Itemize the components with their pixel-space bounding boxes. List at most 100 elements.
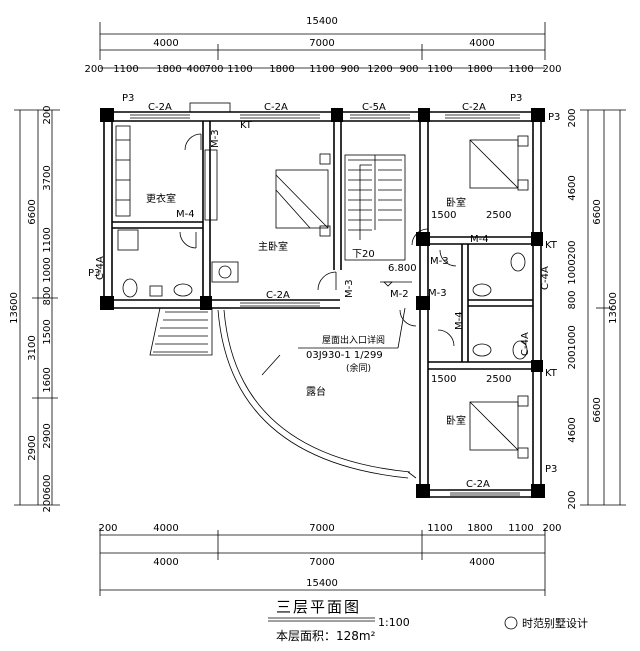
bottom-dim-2: 7000 (309, 557, 334, 568)
room-dim-label: 1500 (431, 374, 456, 385)
column (100, 296, 114, 310)
top-sub-dim: 1100 (227, 64, 252, 75)
bottom-dim: 7000 (309, 523, 334, 534)
top-sub-dim: 1100 (427, 64, 452, 75)
downpipe-label: P3 (510, 93, 522, 104)
window-label: C-5A (362, 102, 386, 113)
window-label: C-4A (95, 256, 106, 280)
left-inner-dim: 1600 (42, 367, 53, 392)
ac-label: KT (545, 240, 558, 251)
bottom-dim: 200 (98, 523, 117, 534)
left-inner-dim: 1000 (42, 257, 53, 282)
right-inner-dim: 200 (567, 350, 578, 369)
window-label: C-4A (520, 332, 531, 356)
drawing-scale: 1:100 (378, 616, 410, 629)
columns (100, 108, 545, 498)
left-inner-dim: 600 (42, 474, 53, 493)
top-sub-dim: 900 (340, 64, 359, 75)
left-dimensions: 13600 6600 3100 2900 200 3700 1100 1000 … (9, 105, 60, 513)
left-inner-dim: 200 (42, 493, 53, 512)
column (531, 108, 545, 122)
right-inner-dim: 1000 (567, 259, 578, 284)
wechat-icon (504, 616, 518, 630)
top-dim-2: 7000 (309, 38, 334, 49)
door-label: M-3 (210, 129, 221, 148)
door-label: M-4 (470, 234, 489, 245)
watermark-text: 时范别墅设计 (522, 616, 588, 630)
top-dim-3: 4000 (469, 38, 494, 49)
top-sub-dim: 700 (204, 64, 223, 75)
column (531, 232, 543, 246)
bottom-dim: 200 (542, 523, 561, 534)
column (416, 484, 430, 498)
room-label-bedroom-1: 卧室 (446, 196, 466, 209)
right-inner-dim: 200 (567, 490, 578, 509)
column (418, 108, 430, 122)
column (200, 296, 212, 310)
top-sub-dim: 200 (84, 64, 103, 75)
top-sub-dim: 1100 (309, 64, 334, 75)
column (531, 360, 543, 372)
door-label: M-4 (176, 209, 195, 220)
column (331, 108, 343, 122)
window-label: C-2A (264, 102, 288, 113)
right-mid-dim: 6600 (592, 199, 603, 224)
terrace (149, 307, 417, 479)
left-inner-dim: 200 (42, 105, 53, 124)
stair-down-label: 下20 (352, 249, 375, 260)
bottom-dim: 1100 (427, 523, 452, 534)
floor-area: 本层面积：128m² (276, 629, 376, 643)
roof-access-note: 屋面出入口详阅 (322, 334, 385, 346)
window-label: C-2A (148, 102, 172, 113)
ac-label: KT (545, 368, 558, 379)
bottom-dim: 1100 (508, 523, 533, 534)
standard-ref-note: (余同) (346, 362, 371, 374)
downpipe-label: P3 (545, 464, 557, 475)
room-label-bedroom-2: 卧室 (446, 414, 466, 427)
downpipe-label: P3 (548, 112, 560, 123)
top-dim-1: 4000 (153, 38, 178, 49)
top-sub-dim: 1200 (367, 64, 392, 75)
right-inner-dim: 4600 (567, 417, 578, 442)
door-label: M-3 (430, 256, 449, 267)
top-sub-dim: 1100 (113, 64, 138, 75)
left-overall-dim: 13600 (9, 292, 20, 324)
right-inner-dim: 1000 (567, 325, 578, 350)
room-dim-label: 1500 (431, 210, 456, 221)
door-label: M-4 (454, 311, 465, 330)
ac-label: KT (240, 120, 253, 131)
downpipe-label: P3 (122, 93, 134, 104)
bottom-dim-2: 4000 (153, 557, 178, 568)
door-label: M-3 (344, 279, 355, 298)
right-overall-dim: 13600 (608, 292, 619, 324)
column (416, 232, 430, 246)
right-dimensions: 200 4600 200 1000 800 1000 200 4600 200 … (567, 108, 626, 510)
left-inner-dim: 1500 (42, 319, 53, 344)
column (531, 484, 545, 498)
right-inner-dim: 200 (567, 108, 578, 127)
top-sub-dim: 400 (186, 64, 205, 75)
staircase: 下20 (344, 154, 406, 261)
top-sub-dim: 1800 (156, 64, 181, 75)
bedroom-bed-1 (469, 139, 519, 189)
door-label: M-2 (390, 289, 409, 300)
window-label: C-2A (266, 290, 290, 301)
bedroom-bed-2 (469, 401, 519, 451)
elevation-label: 6.800 (388, 263, 417, 274)
left-mid-dim: 6600 (27, 199, 38, 224)
room-label-terrace: 露台 (306, 385, 326, 398)
drawing-title: 三层平面图 (276, 598, 361, 616)
bottom-overall-dim: 15400 (306, 578, 338, 589)
window-label: C-4A (540, 266, 551, 290)
column (100, 108, 114, 122)
right-mid-dim: 6600 (592, 397, 603, 422)
left-inner-dim: 800 (42, 286, 53, 305)
room-label-wardrobe: 更衣室 (146, 192, 176, 205)
windows (130, 102, 520, 496)
window-label: C-2A (462, 102, 486, 113)
top-sub-dim: 900 (399, 64, 418, 75)
top-sub-dim: 1800 (269, 64, 294, 75)
right-inner-dim: 4600 (567, 175, 578, 200)
room-label-master-bedroom: 主卧室 (258, 240, 288, 253)
